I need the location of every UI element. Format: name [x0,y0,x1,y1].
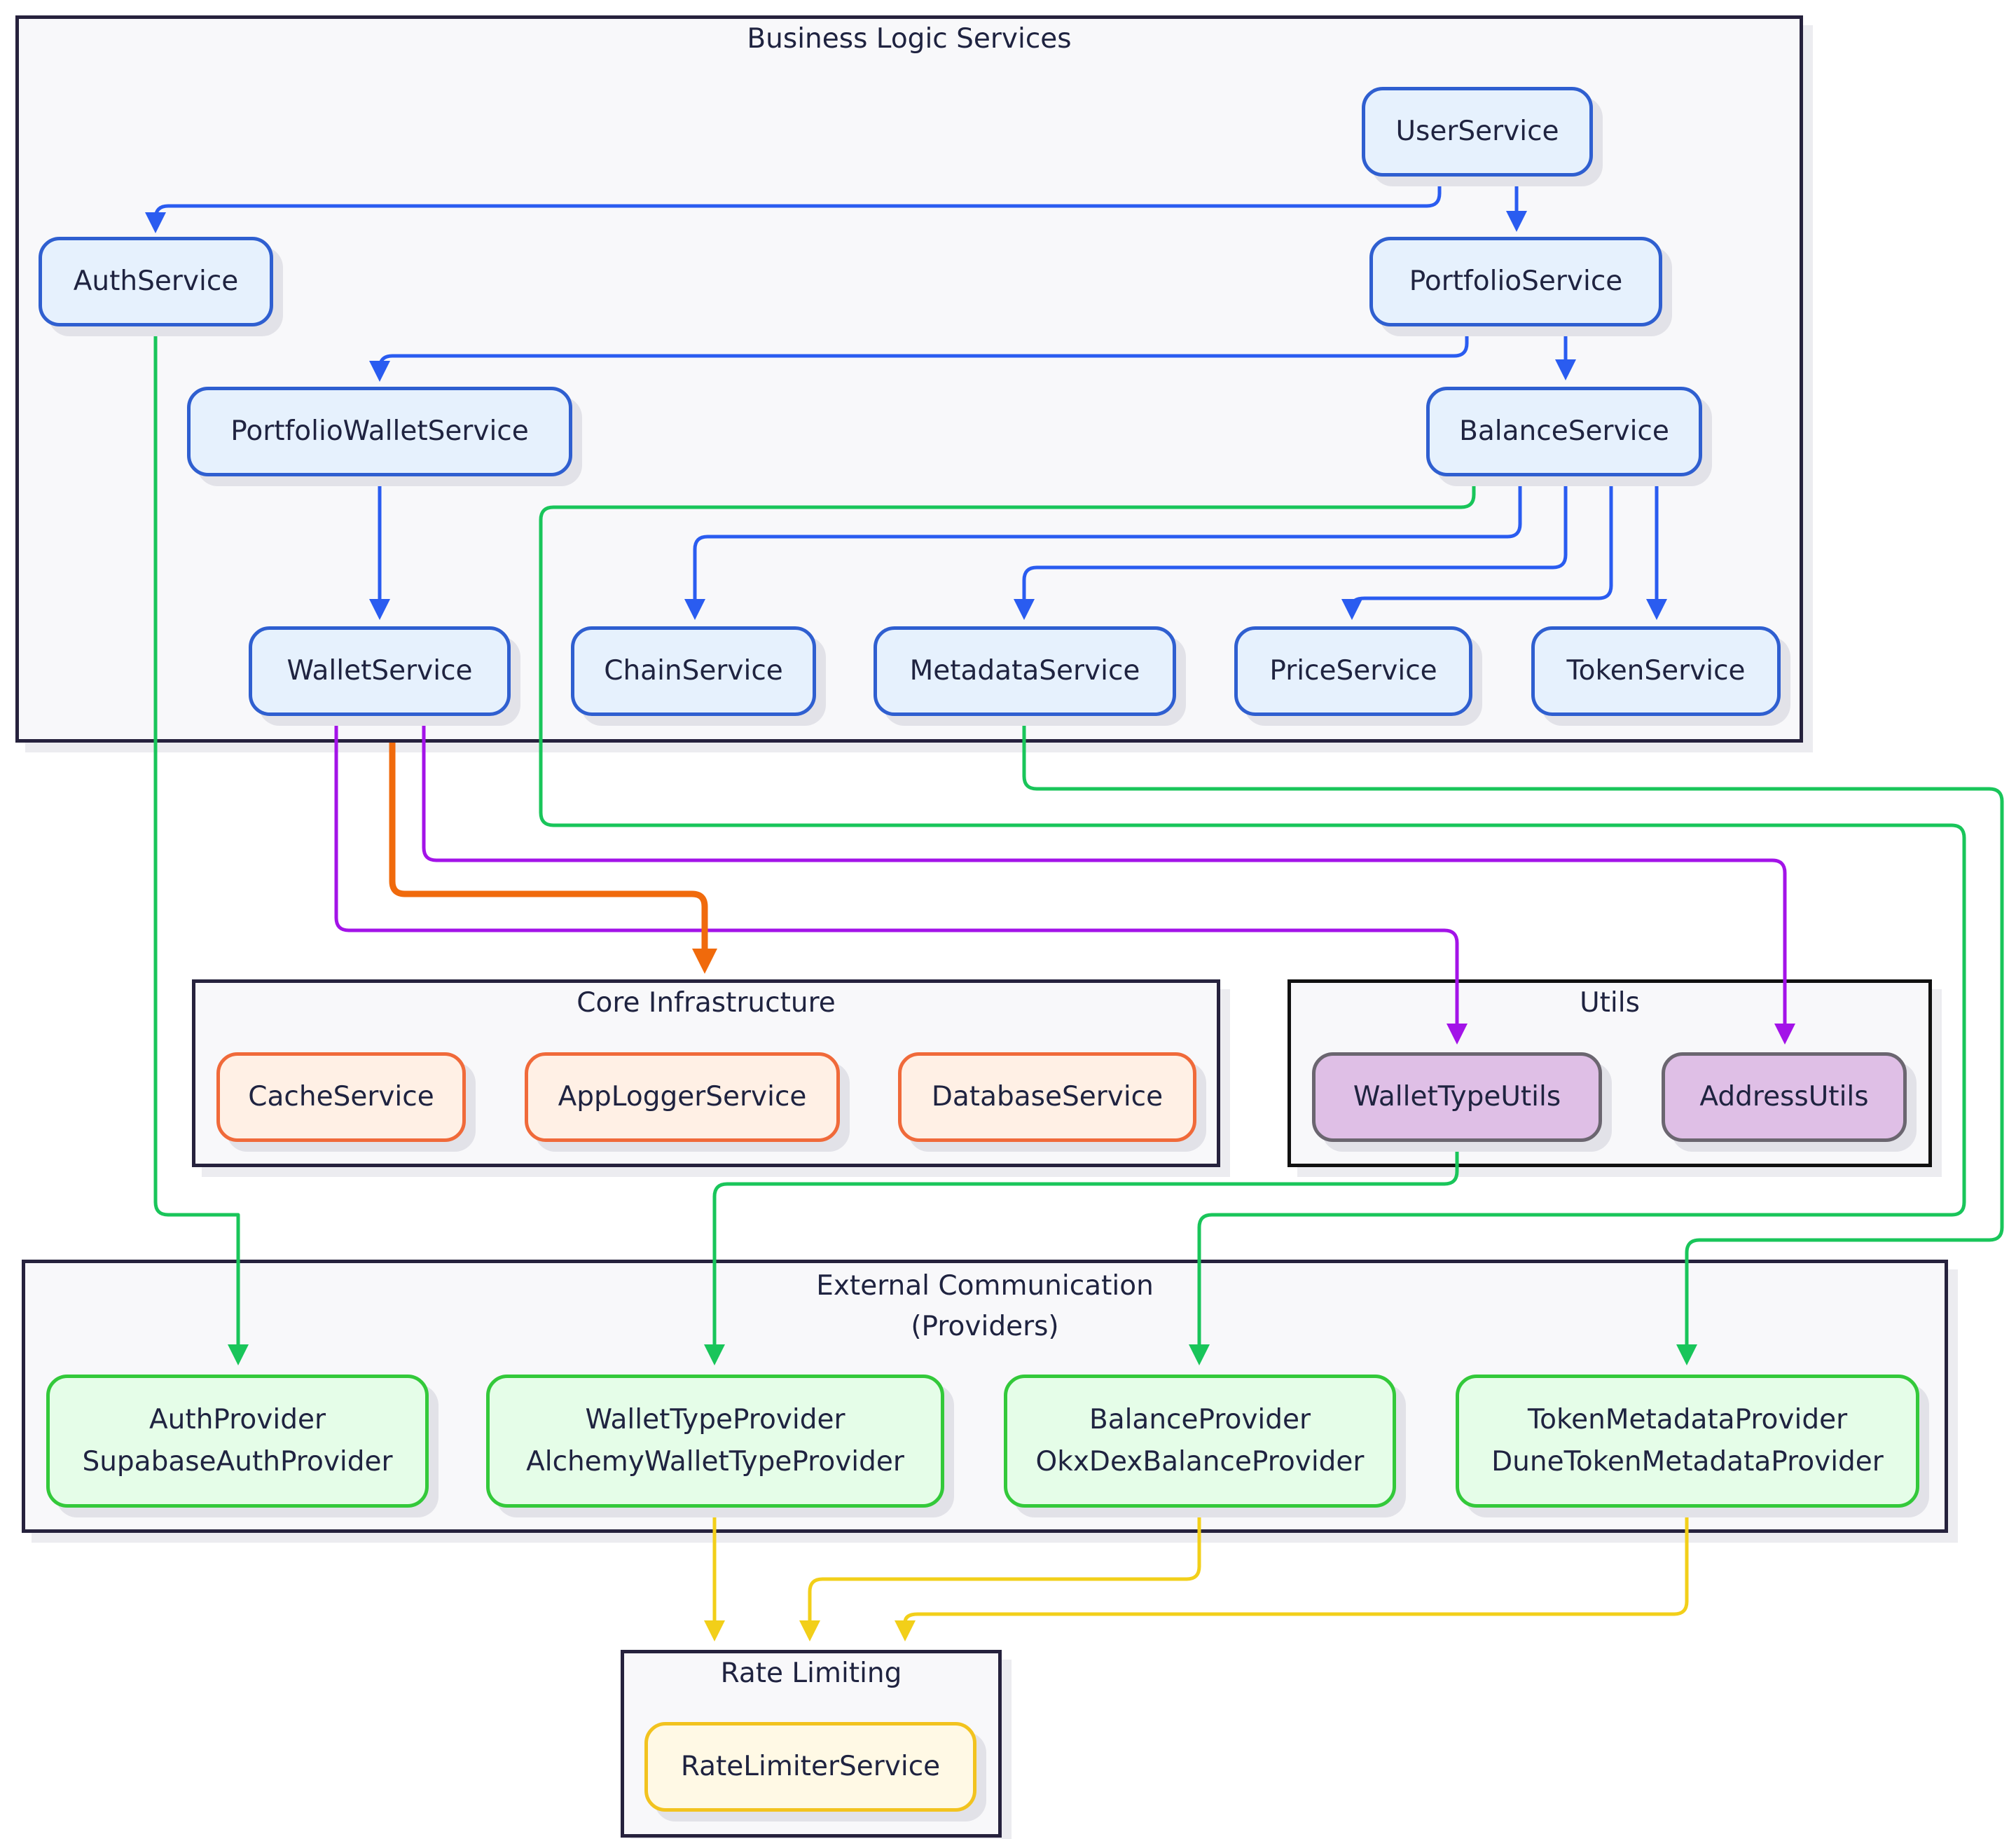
node-auth-provider-line2: SupabaseAuthProvider [82,1446,393,1478]
edge-business-to-core [389,743,717,974]
node-wallet-type-utils-label: WalletTypeUtils [1353,1081,1561,1113]
node-token-metadata-provider-line1: TokenMetadataProvider [1527,1404,1848,1435]
node-metadata-service-label: MetadataService [909,655,1140,687]
edge-balance-to-balance-provider [539,476,1966,1365]
node-portfolio-service-label: PortfolioService [1409,266,1623,297]
node-token-service-label: TokenService [1566,655,1746,687]
node-auth-provider[interactable]: AuthProvider SupabaseAuthProvider [46,1375,429,1508]
edge-balance-to-metadata [1014,476,1568,620]
node-user-service[interactable]: UserService [1362,87,1593,177]
node-balance-service[interactable]: BalanceService [1426,387,1702,476]
node-portfolio-wallet-service-label: PortfolioWalletService [230,415,529,447]
node-database-service[interactable]: DatabaseService [898,1052,1196,1142]
node-price-service[interactable]: PriceService [1234,626,1472,716]
node-app-logger-service-label: AppLoggerService [558,1081,807,1113]
group-title-core-infrastructure: Core Infrastructure [577,987,836,1019]
node-wallet-service-label: WalletService [286,655,473,687]
group-title-utils: Utils [1580,987,1640,1019]
node-auth-service[interactable]: AuthService [39,237,273,326]
node-address-utils[interactable]: AddressUtils [1662,1052,1907,1142]
group-subtitle-providers: (Providers) [911,1311,1059,1342]
node-address-utils-label: AddressUtils [1699,1081,1869,1113]
node-user-service-label: UserService [1395,116,1559,147]
node-wallet-type-provider-line1: WalletTypeProvider [585,1404,845,1435]
node-wallet-type-utils[interactable]: WalletTypeUtils [1312,1052,1602,1142]
node-rate-limiter-service[interactable]: RateLimiterService [644,1722,976,1812]
node-balance-provider-line2: OkxDexBalanceProvider [1035,1446,1365,1478]
node-chain-service-label: ChainService [604,655,783,687]
node-auth-provider-line1: AuthProvider [149,1404,326,1435]
edge-metadata-to-token-metadata-provider [1022,716,2004,1365]
edge-token-metadata-provider-to-rate-limiter [895,1508,1689,1641]
node-metadata-service[interactable]: MetadataService [874,626,1176,716]
edge-balance-to-price [1341,476,1613,620]
node-token-metadata-provider-line2: DuneTokenMetadataProvider [1491,1446,1884,1478]
edge-balance-provider-to-rate-limiter [799,1508,1201,1641]
node-cache-service[interactable]: CacheService [216,1052,466,1142]
edge-wallet-type-utils-to-wallet-type-provider [704,1142,1459,1365]
edge-wallet-to-address-utils [422,716,1795,1045]
node-cache-service-label: CacheService [248,1081,434,1113]
node-database-service-label: DatabaseService [931,1081,1164,1113]
edge-balance-to-chain [684,476,1522,620]
edge-portfolio-to-portfolio-wallet [369,326,1469,382]
node-chain-service[interactable]: ChainService [571,626,816,716]
node-token-metadata-provider[interactable]: TokenMetadataProvider DuneTokenMetadataP… [1456,1375,1919,1508]
node-portfolio-service[interactable]: PortfolioService [1369,237,1662,326]
node-rate-limiter-service-label: RateLimiterService [680,1751,941,1782]
node-price-service-label: PriceService [1269,655,1437,687]
node-app-logger-service[interactable]: AppLoggerService [525,1052,840,1142]
node-portfolio-wallet-service[interactable]: PortfolioWalletService [187,387,572,476]
node-balance-service-label: BalanceService [1459,415,1669,447]
node-balance-provider-line1: BalanceProvider [1089,1404,1311,1435]
node-auth-service-label: AuthService [73,266,239,297]
group-title-rate-limiting: Rate Limiting [720,1658,902,1689]
node-wallet-type-provider[interactable]: WalletTypeProvider AlchemyWalletTypeProv… [486,1375,944,1508]
node-wallet-service[interactable]: WalletService [249,626,511,716]
node-wallet-type-provider-line2: AlchemyWalletTypeProvider [526,1446,904,1478]
edge-user-to-auth [145,177,1442,233]
node-balance-provider[interactable]: BalanceProvider OkxDexBalanceProvider [1004,1375,1396,1508]
group-title-external-communication: External Communication [816,1270,1154,1302]
edge-wallet-to-wallet-type-utils [334,716,1468,1045]
edge-auth-to-auth-provider [153,326,249,1365]
group-title-business-logic: Business Logic Services [747,23,1072,55]
node-token-service[interactable]: TokenService [1531,626,1781,716]
